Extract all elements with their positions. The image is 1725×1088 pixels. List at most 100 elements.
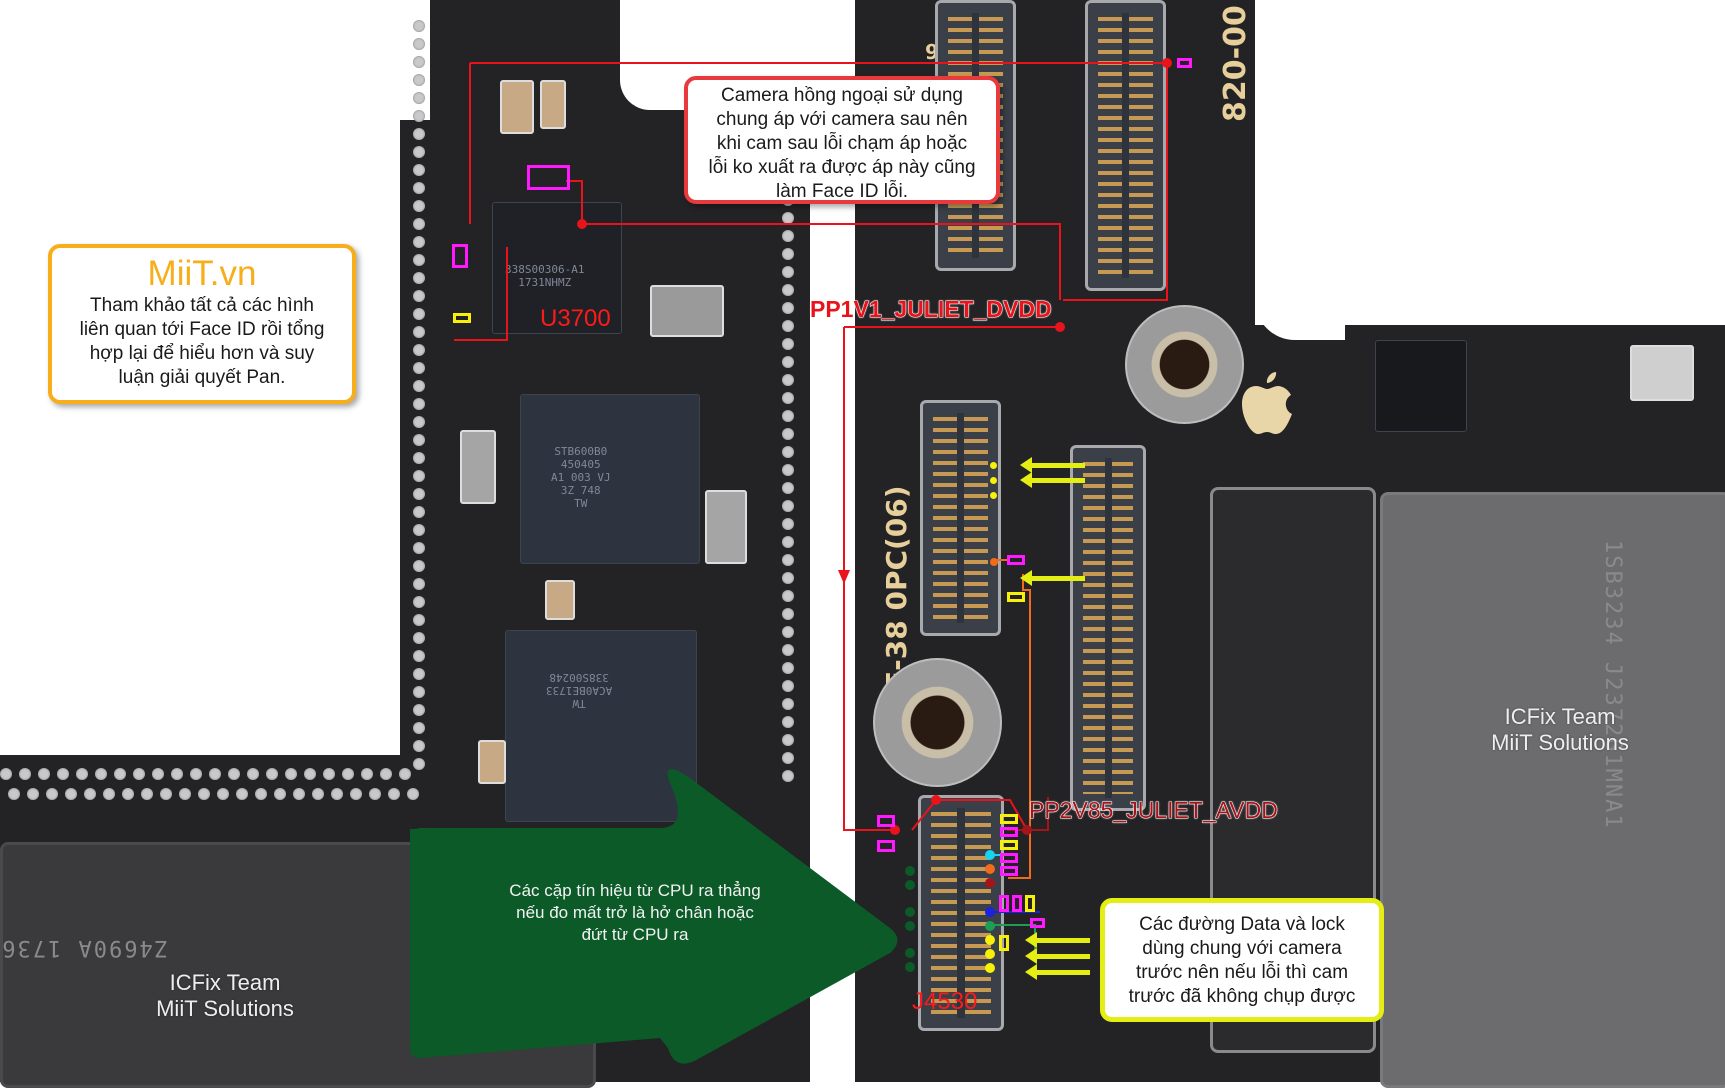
pad-marker-yellow (985, 935, 995, 945)
via-column (782, 140, 794, 782)
ref-u3700: U3700 (540, 305, 611, 332)
ref-j4530: J4530 (912, 988, 978, 1015)
wire-dvdd-vertical (843, 327, 895, 831)
callout-line: dùng chung với camera (1142, 938, 1342, 959)
callout-line: lỗi ko xuất ra được áp này cũng (708, 157, 976, 178)
screw-standoff (1125, 305, 1244, 424)
wire-u3700 (580, 223, 1061, 300)
component-marker-magenta[interactable] (1030, 918, 1045, 928)
component-marker-yellow[interactable] (1000, 814, 1018, 824)
component-marker-magenta[interactable] (1007, 555, 1025, 565)
wire-u3700-inner (566, 180, 583, 224)
component-marker-yellow[interactable] (999, 935, 1009, 951)
callout-miit: MiiT.vn Tham khảo tất cả các hình liên q… (48, 244, 356, 404)
pad-marker-cyan (985, 850, 995, 860)
probe-dot (1022, 825, 1032, 835)
pad-marker-green (985, 921, 995, 931)
connector-upper (920, 400, 1001, 636)
connector-rear-camera-2 (1085, 0, 1166, 291)
probe-dot (1055, 322, 1065, 332)
callout-line: Các cặp tín hiệu từ CPU ra thẳng (509, 881, 761, 900)
pad-marker-green (905, 921, 915, 931)
green-arrow-callout (410, 769, 898, 1064)
callout-camera-ir: Camera hồng ngoại sử dụng chung áp với c… (684, 76, 1000, 204)
pad-marker-green (905, 948, 915, 958)
callout-line: trước nên nếu lỗi thì cam (1135, 962, 1349, 983)
capacitor (540, 80, 566, 129)
chip-338s00248: TW ACA0BE1733 338S00248 (505, 630, 697, 822)
pad-marker-yellow (985, 963, 995, 973)
microphone (1630, 345, 1694, 401)
wire-avdd (1007, 797, 1049, 831)
component-marker-yellow[interactable] (1025, 895, 1035, 912)
connector-front-flex (1070, 445, 1146, 811)
arrow-head-down (838, 570, 850, 584)
via-column (413, 20, 425, 770)
pad-marker-green (905, 907, 915, 917)
callout-line: đứt từ CPU ra (581, 925, 689, 944)
component-marker-magenta[interactable] (877, 815, 895, 827)
board-cutout (1255, 260, 1345, 340)
component-marker-magenta[interactable] (1012, 895, 1022, 912)
probe-dot (577, 219, 587, 229)
net-label-avdd: PP2V85_JULIET_AVDD (1029, 797, 1279, 824)
pad-marker-green (905, 866, 915, 876)
inductor (460, 430, 496, 504)
inductor (650, 285, 724, 337)
callout-line: làm Face ID lỗi. (776, 181, 908, 202)
component-marker-yellow[interactable] (1007, 592, 1025, 602)
callout-line: Các đường Data và lock (1139, 914, 1345, 935)
arrow-left-icon (1025, 932, 1090, 948)
wire-dvdd-top (470, 62, 1168, 301)
pad-marker-orange (985, 864, 995, 874)
pad-marker-green (905, 880, 915, 890)
probe-dot (931, 795, 941, 805)
watermark-line: MiiT Solutions (156, 996, 294, 1021)
callout-line: luận giải quyết Pan. (118, 367, 286, 388)
component-marker-magenta[interactable] (1000, 866, 1018, 876)
probe-dot (1162, 58, 1172, 68)
watermark-line: ICFix Team (169, 970, 281, 995)
capacitor (545, 580, 575, 620)
capacitor (478, 740, 506, 784)
probe-dot (890, 825, 900, 835)
arrow-left-icon (1020, 472, 1085, 488)
pad-marker-yellow (990, 492, 997, 499)
via-row (8, 788, 419, 800)
pad-marker-yellow (990, 477, 997, 484)
callout-line: trước đã không chụp được (1128, 986, 1356, 1007)
callout-cpu-signals: Các cặp tín hiệu từ CPU ra thẳng nếu đo … (470, 880, 800, 946)
callout-line: Tham khảo tất cả các hình (90, 295, 314, 316)
callout-line: nếu đo mất trở là hở chân hoặc (516, 903, 754, 922)
inductor (705, 490, 747, 564)
brand-logo-text: MiiT.vn (147, 254, 257, 293)
component-marker-yellow[interactable] (1000, 840, 1018, 850)
chip-right-top (1375, 340, 1467, 432)
arrow-left-icon (1020, 457, 1085, 473)
watermark-right: ICFix Team MiiT Solutions (1475, 704, 1645, 756)
arrow-left-icon (1025, 964, 1090, 980)
pad-marker-blue (985, 907, 995, 917)
wire-u3700-left (454, 247, 508, 341)
capacitor (500, 80, 534, 134)
component-marker-magenta[interactable] (1000, 827, 1018, 837)
component-marker-magenta[interactable] (527, 165, 570, 190)
component-marker-magenta[interactable] (877, 840, 895, 852)
component-marker-magenta[interactable] (999, 895, 1009, 912)
callout-line: Camera hồng ngoại sử dụng (721, 85, 963, 106)
component-marker-magenta[interactable] (452, 244, 468, 268)
component-marker-magenta[interactable] (1000, 853, 1018, 863)
chip-stb600b0-marking: STB600B0 450405 A1 003 VJ 3Z 748 TW (551, 445, 611, 510)
chip-stb600b0: STB600B0 450405 A1 003 VJ 3Z 748 TW (520, 394, 700, 564)
pad-marker-yellow (985, 949, 995, 959)
pad-marker-green (905, 962, 915, 972)
pad-marker-darkred (985, 878, 995, 888)
component-marker-yellow[interactable] (453, 313, 471, 323)
nand-chip-right (1380, 492, 1725, 1088)
via-row (0, 768, 411, 780)
screw-standoff (873, 658, 1002, 787)
component-marker-magenta[interactable] (1177, 58, 1192, 68)
arrow-left-icon (1025, 948, 1090, 964)
watermark-left: ICFix Team MiiT Solutions (140, 970, 310, 1022)
pad-marker-yellow (990, 462, 997, 469)
